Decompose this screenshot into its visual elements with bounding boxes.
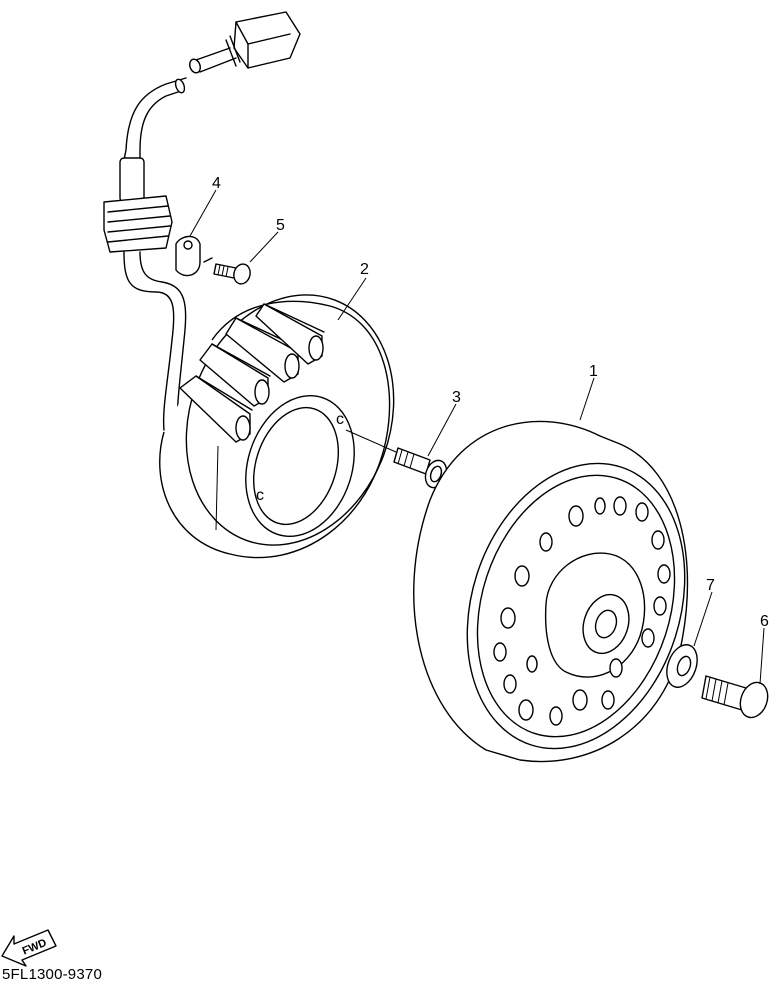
svg-text:c: c (256, 487, 264, 504)
screw-small (213, 263, 251, 285)
stator-coil (199, 343, 271, 407)
callout-5: 5 (276, 217, 285, 234)
stator-coil (179, 375, 253, 443)
callout-4: 4 (212, 175, 221, 192)
washer (666, 644, 698, 688)
stator-coil (255, 303, 325, 365)
callout-1: 1 (589, 363, 598, 380)
callout-2: 2 (360, 261, 369, 278)
leader-lines (189, 189, 765, 685)
stator-bolt (345, 429, 448, 489)
coupler (225, 11, 301, 69)
document-code: 5FL1300-9370 (2, 966, 102, 983)
rotor-flywheel (413, 420, 689, 763)
fwd-arrow-icon: FWD (1, 929, 57, 967)
wire-harness (103, 11, 301, 431)
rotor-bolt (701, 675, 769, 719)
callout-6: 6 (760, 613, 769, 630)
stator-coil (225, 317, 301, 383)
rotor-holes (493, 496, 671, 726)
callout-7: 7 (706, 577, 715, 594)
lead-holder (175, 235, 213, 277)
stator-assembly: c c (159, 294, 395, 559)
svg-text:c: c (336, 411, 344, 428)
callout-3: 3 (452, 389, 461, 406)
